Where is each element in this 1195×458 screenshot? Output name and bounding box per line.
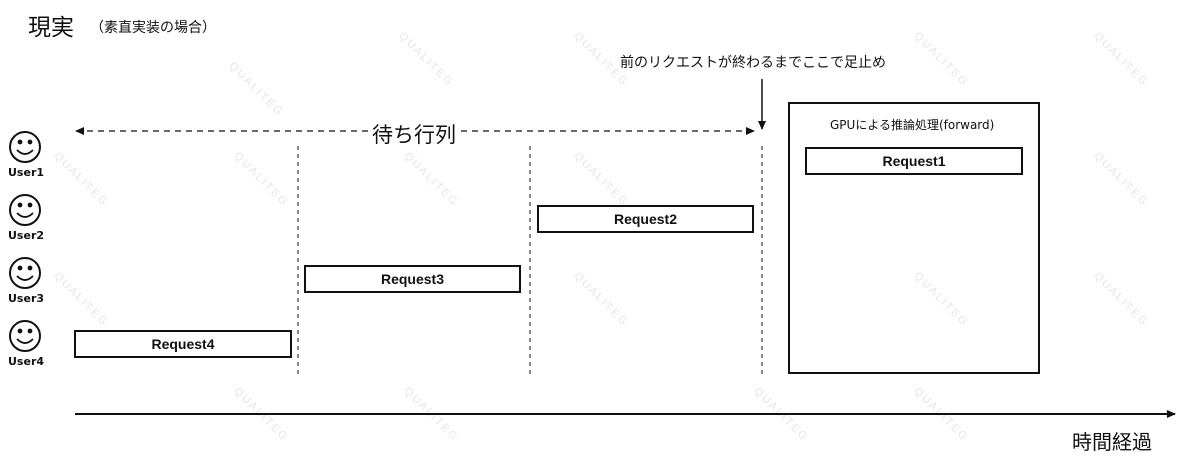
request-box: Request2: [537, 205, 754, 233]
gpu-processing-box: [788, 102, 1040, 374]
request-box: Request3: [304, 265, 521, 293]
user-label: User4: [8, 355, 45, 368]
page-title: 現実: [28, 15, 74, 41]
gpu-processing-label: GPUによる推論処理(forward): [830, 118, 995, 132]
smiley-face-icon: [9, 257, 41, 289]
user-label: User2: [8, 229, 45, 242]
smiley-face-icon: [9, 194, 41, 226]
page-subtitle: （素直実装の場合）: [90, 20, 216, 36]
time-axis-label: 時間経過: [1072, 430, 1152, 454]
queue-label: 待ち行列: [368, 119, 460, 149]
smiley-face-icon: [9, 131, 41, 163]
user-label: User1: [8, 166, 45, 179]
user-label: User3: [8, 292, 45, 305]
request-box: Request4: [74, 330, 292, 358]
request-box: Request1: [805, 147, 1023, 175]
blocking-note: 前のリクエストが終わるまでここで足止め: [620, 55, 886, 71]
smiley-face-icon: [9, 320, 41, 352]
